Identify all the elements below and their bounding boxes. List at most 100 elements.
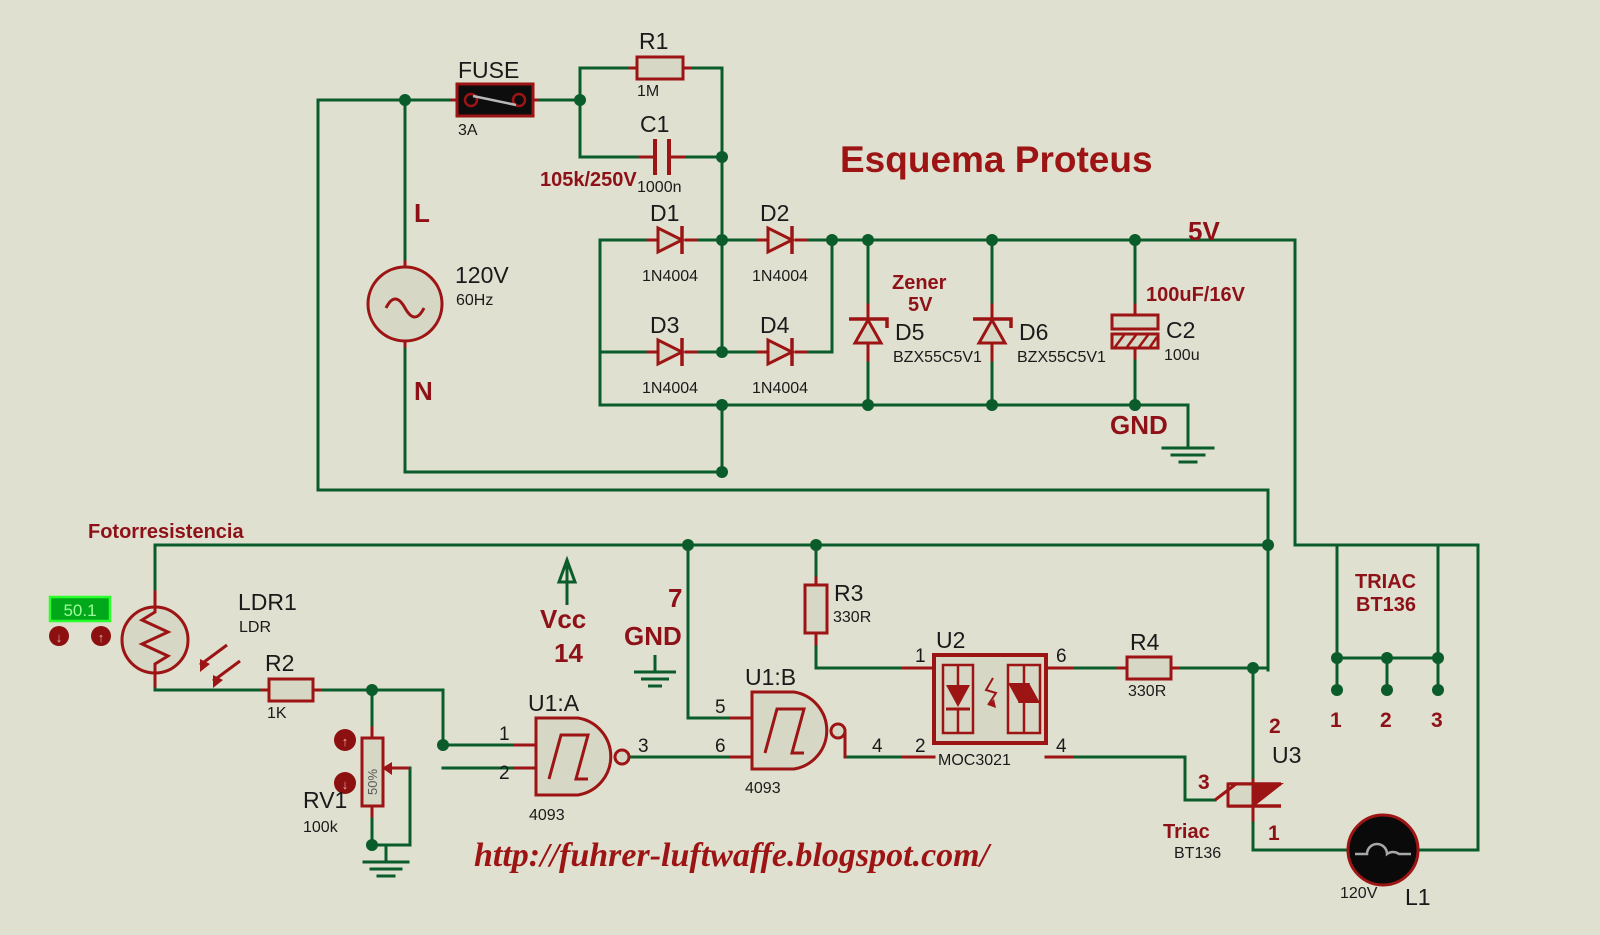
u1a-pin-2: 2 bbox=[499, 763, 510, 784]
triac-terminal-1: 1 bbox=[1330, 709, 1342, 732]
junction-dots bbox=[366, 94, 1444, 851]
u1a-value: 4093 bbox=[529, 807, 565, 824]
d4-diode[interactable] bbox=[756, 337, 808, 367]
d4-value: 1N4004 bbox=[752, 380, 808, 397]
l1-value: 120V bbox=[1340, 885, 1378, 902]
u3-pin-3: 3 bbox=[1198, 771, 1210, 794]
arrow-up-icon: ↑ bbox=[98, 630, 105, 645]
arrow-up-icon: ↑ bbox=[342, 734, 349, 749]
c1-note: 105k/250V bbox=[540, 169, 637, 191]
u1a-pin-3: 3 bbox=[638, 736, 649, 757]
u1b-nand-gate[interactable] bbox=[729, 690, 847, 771]
ldr-increase-button[interactable]: ↑ bbox=[91, 626, 111, 646]
ac-source[interactable] bbox=[366, 260, 444, 348]
logic-ground-icon bbox=[634, 655, 676, 688]
vcc-pin: 14 bbox=[554, 638, 583, 668]
d5-note-line2: 5V bbox=[908, 294, 933, 316]
c2-note: 100uF/16V bbox=[1146, 284, 1246, 306]
d6-zener[interactable] bbox=[973, 303, 1013, 362]
u2-optocoupler[interactable] bbox=[901, 653, 1074, 759]
rv1-position: 50% bbox=[365, 769, 380, 795]
page-title: Esquema Proteus bbox=[840, 139, 1153, 180]
u2-ref: U2 bbox=[936, 627, 965, 653]
c2-ref: C2 bbox=[1166, 317, 1195, 343]
u1b-pin-4: 4 bbox=[872, 736, 883, 757]
vcc-arrow-icon bbox=[556, 555, 578, 605]
c1-ref: C1 bbox=[640, 111, 669, 137]
r4-value: 330R bbox=[1128, 683, 1166, 700]
u1b-pin-6: 6 bbox=[715, 736, 726, 757]
l1-lamp[interactable] bbox=[1346, 813, 1420, 887]
u2-pin-6: 6 bbox=[1056, 646, 1067, 667]
triac-terminal-2: 2 bbox=[1380, 709, 1392, 732]
u1a-ref: U1:A bbox=[528, 690, 580, 716]
line-label: L bbox=[414, 198, 430, 228]
fuse-ref: FUSE bbox=[458, 57, 519, 83]
rv1-decrease-button[interactable]: ↓ bbox=[334, 772, 356, 794]
arrow-down-icon: ↓ bbox=[342, 777, 349, 792]
d1-value: 1N4004 bbox=[642, 268, 698, 285]
ldr-display-value: 50.1 bbox=[63, 601, 96, 620]
u2-pin-4: 4 bbox=[1056, 736, 1067, 757]
ldr-component[interactable] bbox=[120, 590, 241, 688]
r1-value: 1M bbox=[637, 83, 659, 100]
d3-diode[interactable] bbox=[646, 337, 698, 367]
u1a-pin-1: 1 bbox=[499, 724, 510, 745]
c2-capacitor[interactable] bbox=[1110, 303, 1160, 360]
vcc-label: Vcc bbox=[540, 604, 586, 634]
triac-legend-line2: BT136 bbox=[1356, 594, 1416, 616]
u3-triac[interactable] bbox=[1214, 778, 1284, 822]
u1b-value: 4093 bbox=[745, 780, 781, 797]
r2-resistor[interactable] bbox=[260, 677, 322, 703]
u3-note: Triac bbox=[1163, 821, 1210, 843]
rv1-value: 100k bbox=[303, 819, 339, 836]
blog-url[interactable]: http://fuhrer-luftwaffe.blogspot.com/ bbox=[474, 837, 993, 874]
d5-ref: D5 bbox=[895, 319, 924, 345]
u3-pin-2: 2 bbox=[1269, 715, 1281, 738]
r3-resistor[interactable] bbox=[803, 576, 829, 646]
u1a-nand-gate[interactable] bbox=[513, 716, 631, 797]
d2-diode[interactable] bbox=[756, 225, 808, 255]
r3-ref: R3 bbox=[834, 580, 863, 606]
ldr-value-display: 50.1 bbox=[48, 595, 112, 623]
neutral-label: N bbox=[414, 376, 433, 406]
c1-value: 1000n bbox=[637, 179, 682, 196]
arrow-down-icon: ↓ bbox=[56, 630, 63, 645]
ldr-decrease-button[interactable]: ↓ bbox=[49, 626, 69, 646]
r4-resistor[interactable] bbox=[1116, 655, 1180, 681]
sensor-heading: Fotorresistencia bbox=[88, 521, 244, 543]
r1-resistor[interactable] bbox=[628, 55, 692, 81]
gnd-label: GND bbox=[1110, 410, 1168, 440]
d2-ref: D2 bbox=[760, 200, 789, 226]
logic-gnd-label: GND bbox=[624, 621, 682, 651]
ldr-value: LDR bbox=[239, 619, 271, 636]
d5-zener[interactable] bbox=[849, 303, 889, 362]
d2-value: 1N4004 bbox=[752, 268, 808, 285]
u2-pin-2: 2 bbox=[915, 736, 926, 757]
rv1-increase-button[interactable]: ↑ bbox=[334, 729, 356, 751]
u1b-pin-5: 5 bbox=[715, 697, 726, 718]
rv1-potentiometer[interactable]: 50% bbox=[360, 726, 410, 818]
fuse-component[interactable] bbox=[450, 82, 539, 118]
rail-5v-label: 5V bbox=[1188, 216, 1220, 246]
u2-pin-1: 1 bbox=[915, 646, 926, 667]
d3-value: 1N4004 bbox=[642, 380, 698, 397]
rv1-ref: RV1 bbox=[303, 787, 347, 813]
u3-value: BT136 bbox=[1174, 845, 1221, 862]
u2-value: MOC3021 bbox=[938, 752, 1011, 769]
r1-ref: R1 bbox=[639, 28, 668, 54]
fuse-value: 3A bbox=[458, 122, 478, 139]
r2-value: 1K bbox=[267, 705, 287, 722]
source-voltage: 120V bbox=[455, 262, 509, 288]
r2-ref: R2 bbox=[265, 650, 294, 676]
d1-diode[interactable] bbox=[646, 225, 698, 255]
l1-ref: L1 bbox=[1405, 884, 1431, 910]
d6-value: BZX55C5V1 bbox=[1017, 349, 1106, 366]
c1-capacitor[interactable] bbox=[638, 139, 686, 175]
d5-note-line1: Zener bbox=[892, 272, 947, 294]
u3-ref: U3 bbox=[1272, 742, 1301, 768]
r4-ref: R4 bbox=[1130, 629, 1160, 655]
gnd-pin: 7 bbox=[668, 583, 682, 613]
